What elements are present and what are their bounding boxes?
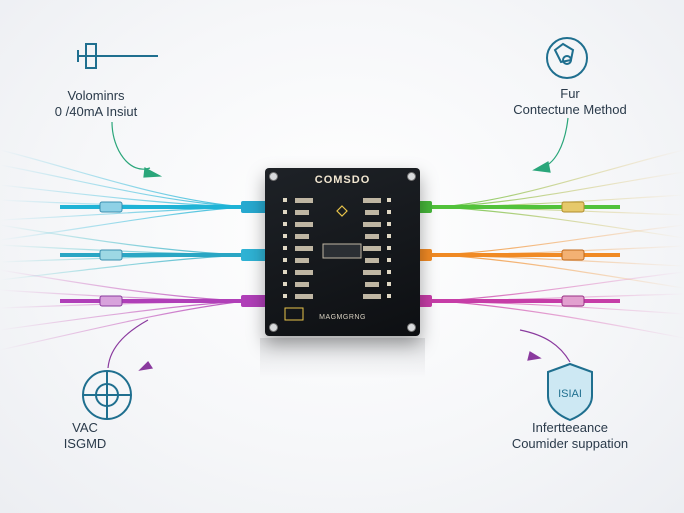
connector-bottom-left — [107, 319, 154, 371]
gear-icon — [546, 37, 588, 79]
callout-bottom-right: Infertteeance Coumider suppation — [495, 420, 645, 452]
callout-top-right-subtitle: Contectune Method — [513, 102, 627, 117]
mount-hole — [269, 172, 278, 181]
callout-top-left: Volominrs 0 /40mA Insiut — [36, 88, 156, 120]
board-reflection — [260, 338, 425, 378]
left-cable-bundle-top — [0, 149, 246, 241]
callout-top-left-title: Volominrs — [67, 88, 125, 103]
callout-bottom-left: VAC ISGMD — [40, 420, 130, 452]
mount-hole — [407, 323, 416, 332]
controller-board: COMSDO MAGMGRNG — [265, 168, 420, 336]
callout-top-right: Fur Contectune Method — [500, 86, 640, 118]
callout-top-right-title: Fur — [560, 86, 580, 101]
mount-hole — [269, 323, 278, 332]
callout-bottom-left-subtitle: ISGMD — [63, 436, 107, 451]
right-cable-bundle-top — [439, 149, 684, 239]
connector-top-right — [532, 117, 569, 173]
board-title: COMSDO — [314, 174, 371, 186]
board-brand: MAGMGRNG — [319, 314, 366, 321]
callout-bottom-right-title: Infertteeance — [532, 420, 608, 435]
connector-bottom-right — [519, 329, 571, 363]
callout-top-left-subtitle: 0 /40mA Insiut — [54, 104, 138, 119]
board-circuitry — [283, 198, 391, 321]
callout-bottom-left-title: VAC — [72, 420, 98, 435]
callout-bottom-right-subtitle: Coumider suppation — [511, 436, 629, 451]
probe-icon — [77, 43, 158, 69]
connector-top-left — [111, 121, 163, 178]
svg-text:ISIAI: ISIAI — [558, 388, 582, 400]
mount-hole — [407, 172, 416, 181]
shield-icon: ISIAI — [547, 362, 593, 422]
target-icon — [82, 370, 132, 420]
